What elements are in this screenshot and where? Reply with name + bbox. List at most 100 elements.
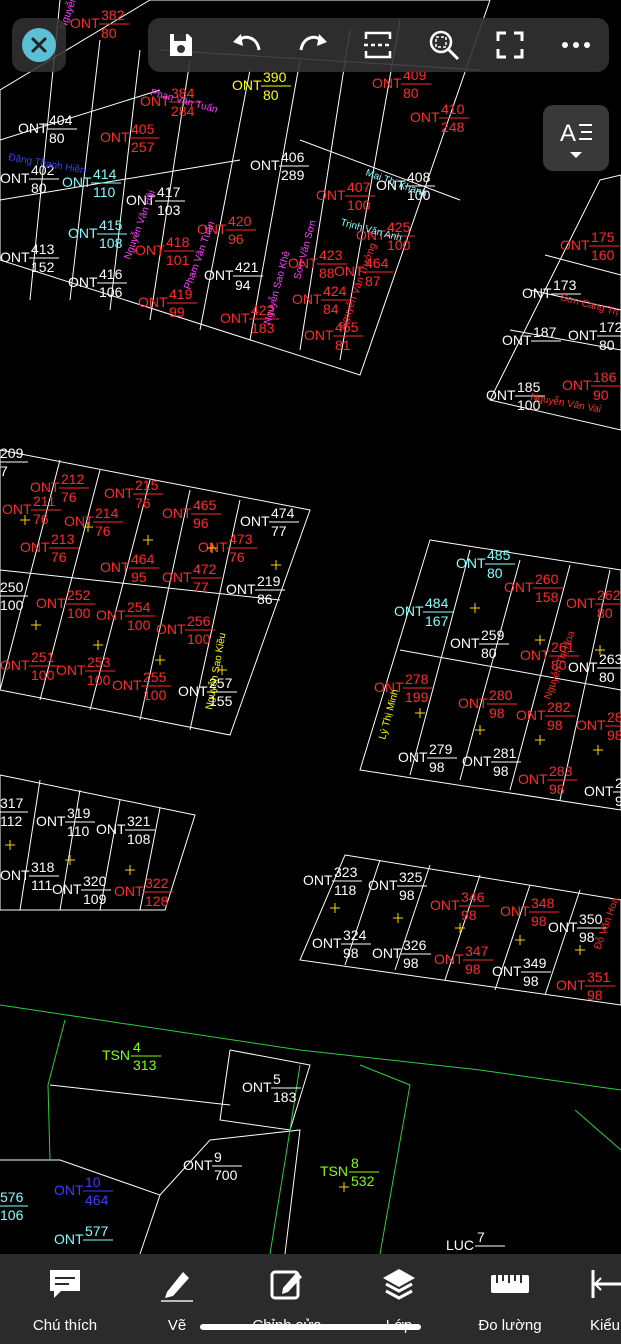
parcel-area: 80 [551,657,567,673]
parcel-number: 263 [599,651,621,667]
parcel-area: 100 [347,197,371,213]
parcel-code: ONT [62,174,92,190]
parcel-area: 80 [49,130,65,146]
parcel-number: 323 [334,864,358,880]
point-markers [5,515,605,1192]
parcel-area: 80 [481,645,497,661]
parcel-number: 219 [257,573,281,589]
parcel-code: ONT [0,170,30,186]
parcel-number: 417 [157,184,181,200]
parcel-number: 464 [365,255,389,271]
parcel-number: 416 [99,266,123,282]
point-marker [271,560,281,570]
parcel-area: 98 [493,763,509,779]
parcel-code: ONT [398,749,428,765]
parcel-code: ONT [0,867,30,883]
parcel-code: ONT [2,501,32,517]
parcel-area: 77 [271,523,287,539]
close-button[interactable] [12,18,66,72]
parcel-area: 98 [465,961,481,977]
parcel-area: 160 [591,247,615,263]
parcel-area: 248 [441,119,465,135]
parcel-area: 155 [209,693,233,709]
parcel-area: 76 [135,495,151,511]
fullscreen-button[interactable] [486,21,534,69]
parcel-area: 112 [0,813,23,829]
parcel-label: ONT28498 [576,709,621,743]
point-marker [393,913,403,923]
more-button[interactable] [552,21,600,69]
parcel-number: 255 [143,669,167,685]
parcel-area: 183 [251,320,275,336]
parcel-area: 100 [387,237,411,253]
page-fit-button[interactable] [354,21,402,69]
parcel-code: ONT [560,237,590,253]
style-icon [591,1269,621,1298]
parcel-area: 199 [405,689,429,705]
bottom-item-style[interactable]: Kiểu [565,1264,621,1334]
parcel-area: 80 [599,669,615,685]
undo-button[interactable] [223,21,271,69]
point-marker [330,903,340,913]
parcel-area: 98 [343,945,359,961]
parcel-area: 98 [587,987,603,1003]
parcel-code: ONT [500,903,530,919]
point-marker [143,535,153,545]
parcel-number: 326 [403,937,427,953]
parcel-area: 118 [334,882,357,898]
parcel-area: 99 [169,304,185,320]
parcel-code: ONT [54,1182,84,1198]
parcel-number: 350 [579,911,603,927]
redo-button[interactable] [289,21,337,69]
bottom-label-style: Kiểu [589,1317,621,1334]
parcel-area: 100 [407,187,431,203]
parcel-code: ONT [0,249,30,265]
save-icon [169,34,192,56]
text-style-button[interactable]: A [543,105,609,171]
parcel-code: ONT [197,221,227,237]
save-button[interactable] [157,21,205,69]
zoom-window-button[interactable] [420,21,468,69]
parcel-code: ONT [434,951,464,967]
comment-icon [50,1269,80,1298]
point-marker [207,543,217,553]
parcel-area: 98 [399,887,415,903]
parcel-number: 254 [127,599,151,615]
parcel-number: 282 [547,699,571,715]
parcel-code: ONT [334,263,364,279]
bottom-item-annotate[interactable]: Chú thích [10,1264,120,1334]
parcel-code: ONT [30,479,60,495]
parcel-code: ONT [250,157,280,173]
parcel-number: 465 [193,497,217,513]
bottom-item-measure[interactable]: Đo lường [455,1264,565,1334]
parcel-area: 95 [131,569,147,585]
parcel-area: 257 [131,139,155,155]
parcel-code: ONT [204,267,234,283]
parcel-area: 88 [319,265,335,281]
parcel-code: ONT [232,77,262,93]
parcel-area: 313 [133,1057,157,1073]
close-icon [22,28,56,62]
parcel-code: ONT [430,897,460,913]
parcel-number: 260 [535,571,559,587]
parcel-code: ONT [576,717,606,733]
point-marker [83,522,93,532]
parcel-code: ONT [288,255,318,271]
bottom-item-draw[interactable]: Vẽ [122,1264,232,1334]
parcel-number: 261 [551,639,575,655]
parcel-code: ONT [36,595,66,611]
parcel-number: 420 [228,213,252,229]
parcel-area: 96 [193,515,209,531]
parcel-code: ONT [516,707,546,723]
parcel-area: 464 [85,1192,109,1208]
